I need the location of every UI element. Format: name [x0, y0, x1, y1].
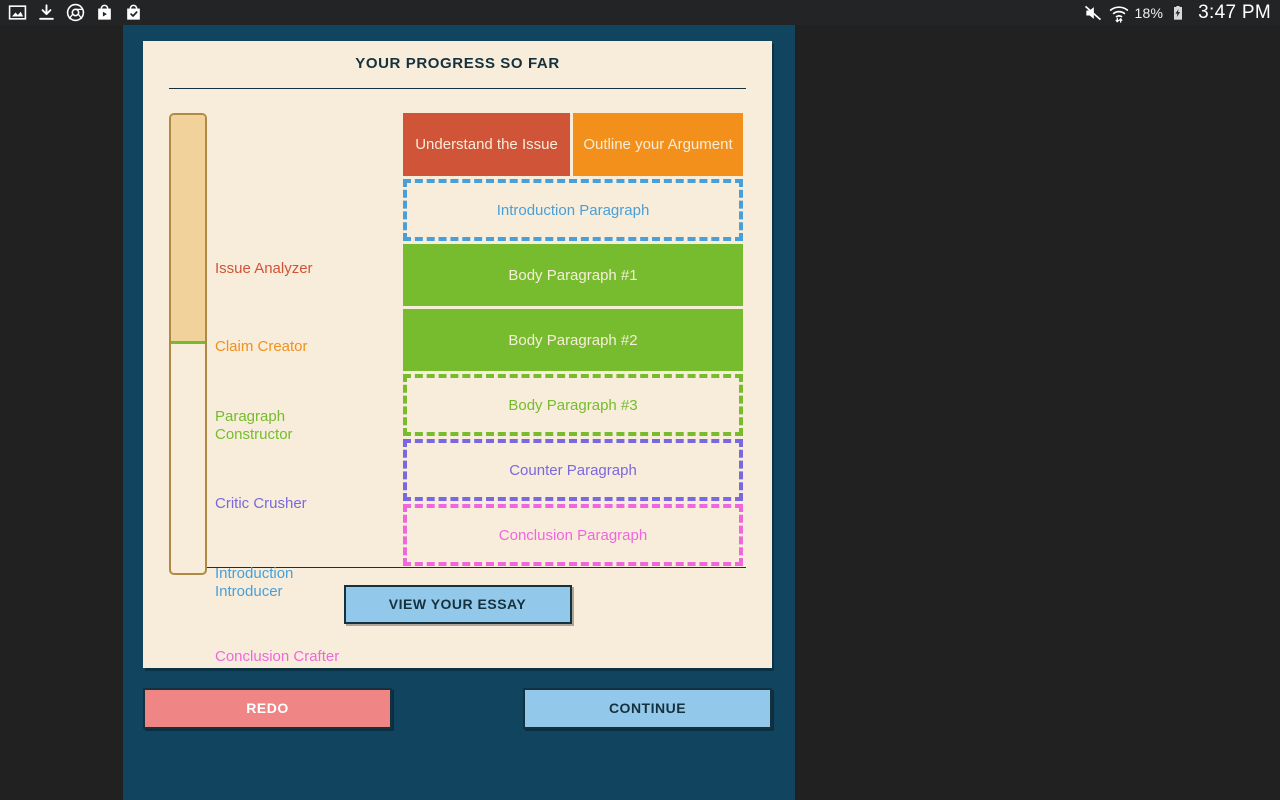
progress-body: Issue Analyzer Claim Creator Paragraph C… — [169, 89, 746, 665]
chrome-icon — [66, 3, 85, 22]
status-bar-left-icons — [0, 3, 143, 22]
stage-label-conclusion-crafter[interactable]: Conclusion Crafter — [215, 648, 340, 665]
footer-button-row: REDO CONTINUE — [143, 688, 772, 729]
stage-label-introduction-introducer[interactable]: Introduction Introducer — [215, 565, 294, 600]
essay-block-outline-your-argument[interactable]: Outline your Argument — [573, 113, 743, 176]
essay-block-list: Understand the Issue Outline your Argume… — [403, 113, 743, 566]
progress-rail-fill — [171, 115, 205, 344]
stage-label-paragraph-constructor[interactable]: Paragraph Constructor — [215, 408, 293, 443]
play-store-icon — [95, 3, 114, 22]
essay-block-body-paragraph-1[interactable]: Body Paragraph #1 — [403, 244, 743, 306]
essay-block-body-paragraph-3[interactable]: Body Paragraph #3 — [403, 374, 743, 436]
status-bar: 18% 3:47 PM — [0, 0, 1280, 25]
download-icon — [37, 3, 56, 22]
essay-block-counter-paragraph[interactable]: Counter Paragraph — [403, 439, 743, 501]
status-bar-right: 18% 3:47 PM — [1083, 2, 1280, 24]
mute-icon — [1083, 3, 1102, 22]
stage-label-issue-analyzer[interactable]: Issue Analyzer — [215, 260, 313, 277]
stage-label-list: Issue Analyzer Claim Creator Paragraph C… — [215, 113, 395, 665]
redo-button[interactable]: REDO — [143, 688, 392, 729]
progress-rail — [169, 113, 207, 575]
essay-block-understand-the-issue[interactable]: Understand the Issue — [403, 113, 570, 176]
page-title: YOUR PROGRESS SO FAR — [355, 55, 560, 72]
essay-block-conclusion-paragraph[interactable]: Conclusion Paragraph — [403, 504, 743, 566]
continue-button[interactable]: CONTINUE — [523, 688, 772, 729]
essay-block-top-row: Understand the Issue Outline your Argume… — [403, 113, 743, 176]
clock-time: 3:47 PM — [1198, 1, 1271, 23]
view-essay-wrap: VIEW YOUR ESSAY — [143, 568, 772, 624]
play-store-installed-icon — [124, 3, 143, 22]
essay-block-body-paragraph-2[interactable]: Body Paragraph #2 — [403, 309, 743, 371]
battery-charging-icon — [1170, 3, 1189, 22]
title-divider — [169, 88, 746, 89]
view-your-essay-button[interactable]: VIEW YOUR ESSAY — [343, 585, 572, 624]
stage-label-critic-crusher[interactable]: Critic Crusher — [215, 495, 307, 512]
progress-card: YOUR PROGRESS SO FAR Issue Analyzer Clai… — [143, 41, 772, 668]
stage-label-claim-creator[interactable]: Claim Creator — [215, 338, 308, 355]
footer-divider — [169, 567, 746, 568]
image-icon — [8, 3, 27, 22]
wifi-icon — [1109, 3, 1128, 23]
battery-percent: 18% — [1134, 4, 1164, 21]
essay-block-introduction-paragraph[interactable]: Introduction Paragraph — [403, 179, 743, 241]
